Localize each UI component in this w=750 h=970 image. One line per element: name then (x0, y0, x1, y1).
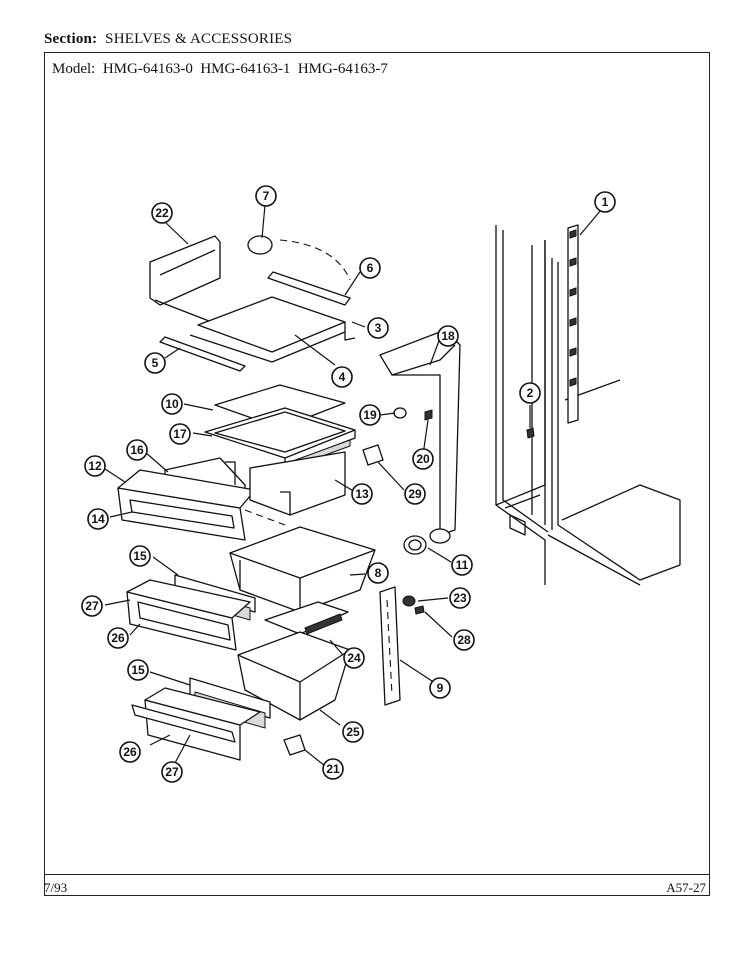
svg-text:6: 6 (367, 261, 374, 275)
model-label: Model: (52, 61, 96, 77)
svg-text:27: 27 (165, 765, 179, 779)
callout-15: 15 (127, 659, 149, 681)
callout-3: 3 (367, 317, 389, 339)
cabinet-liner (495, 225, 681, 586)
callout-24: 24 (343, 647, 365, 669)
svg-text:18: 18 (441, 329, 455, 343)
upper-shelf-assembly (149, 235, 356, 372)
section-title: SHELVES & ACCESSORIES (105, 31, 293, 47)
callout-22: 22 (151, 202, 173, 224)
svg-text:20: 20 (416, 452, 430, 466)
svg-text:26: 26 (123, 745, 137, 759)
callout-26: 26 (107, 627, 129, 649)
callout-18: 18 (437, 325, 459, 347)
model-line: Model: HMG-64163-0 HMG-64163-1 HMG-64163… (52, 61, 388, 78)
svg-text:26: 26 (111, 631, 125, 645)
callout-13: 13 (351, 483, 373, 505)
svg-text:15: 15 (131, 663, 145, 677)
model-number: HMG-64163-0 (102, 61, 193, 77)
upper-drawer-assembly (117, 451, 376, 613)
callout-28: 28 (453, 629, 475, 651)
callout-8: 8 (367, 562, 389, 584)
footer-date: 7/93 (44, 880, 68, 895)
svg-text:7: 7 (263, 189, 270, 203)
callout-1: 1 (594, 191, 616, 213)
callout-27: 27 (81, 595, 103, 617)
svg-text:25: 25 (346, 725, 360, 739)
svg-text:8: 8 (375, 566, 382, 580)
callout-16: 16 (126, 439, 148, 461)
svg-text:5: 5 (152, 356, 159, 370)
svg-text:1: 1 (602, 195, 609, 209)
model-number: HMG-64163-7 (297, 61, 388, 77)
section-heading: Section: SHELVES & ACCESSORIES (44, 31, 293, 47)
svg-text:10: 10 (165, 397, 179, 411)
callout-10: 10 (161, 393, 183, 415)
model-number: HMG-64163-1 (200, 61, 291, 77)
side-rail-assembly (283, 329, 461, 756)
footer-rule (44, 874, 710, 875)
svg-text:27: 27 (85, 599, 99, 613)
svg-text:3: 3 (375, 321, 382, 335)
lower-drawer-assembly (131, 677, 271, 761)
screw-part-2 (526, 427, 535, 439)
callout-29: 29 (404, 483, 426, 505)
svg-text:13: 13 (355, 487, 369, 501)
callout-5: 5 (144, 352, 166, 374)
footer-page-ref: A57-27 (666, 880, 706, 895)
callout-19: 19 (359, 404, 381, 426)
callout-23: 23 (449, 587, 471, 609)
callout-11: 11 (451, 554, 473, 576)
callout-15: 15 (129, 545, 151, 567)
svg-text:12: 12 (88, 459, 102, 473)
callout-27: 27 (161, 761, 183, 783)
callout-2: 2 (519, 382, 541, 404)
callout-12: 12 (84, 455, 106, 477)
middle-drawer-assembly (126, 574, 351, 721)
svg-text:19: 19 (363, 408, 377, 422)
callout-4: 4 (331, 366, 353, 388)
svg-text:21: 21 (326, 762, 340, 776)
svg-text:9: 9 (437, 681, 444, 695)
callout-14: 14 (87, 508, 109, 530)
callout-21: 21 (322, 758, 344, 780)
callout-25: 25 (342, 721, 364, 743)
svg-text:23: 23 (453, 591, 467, 605)
svg-text:2: 2 (527, 386, 534, 400)
callout-6: 6 (359, 257, 381, 279)
svg-text:28: 28 (457, 633, 471, 647)
callout-17: 17 (169, 423, 191, 445)
svg-text:16: 16 (130, 443, 144, 457)
svg-text:17: 17 (173, 427, 187, 441)
svg-text:22: 22 (155, 206, 169, 220)
svg-text:15: 15 (133, 549, 147, 563)
diagram-frame (44, 52, 710, 896)
svg-text:11: 11 (456, 558, 469, 572)
shelf-ladder-rail (567, 224, 579, 424)
callout-7: 7 (255, 185, 277, 207)
callout-9: 9 (429, 677, 451, 699)
svg-text:14: 14 (91, 512, 105, 526)
callout-20: 20 (412, 448, 434, 470)
callout-26: 26 (119, 741, 141, 763)
svg-text:24: 24 (347, 651, 361, 665)
svg-text:4: 4 (339, 370, 346, 384)
svg-text:29: 29 (408, 487, 422, 501)
